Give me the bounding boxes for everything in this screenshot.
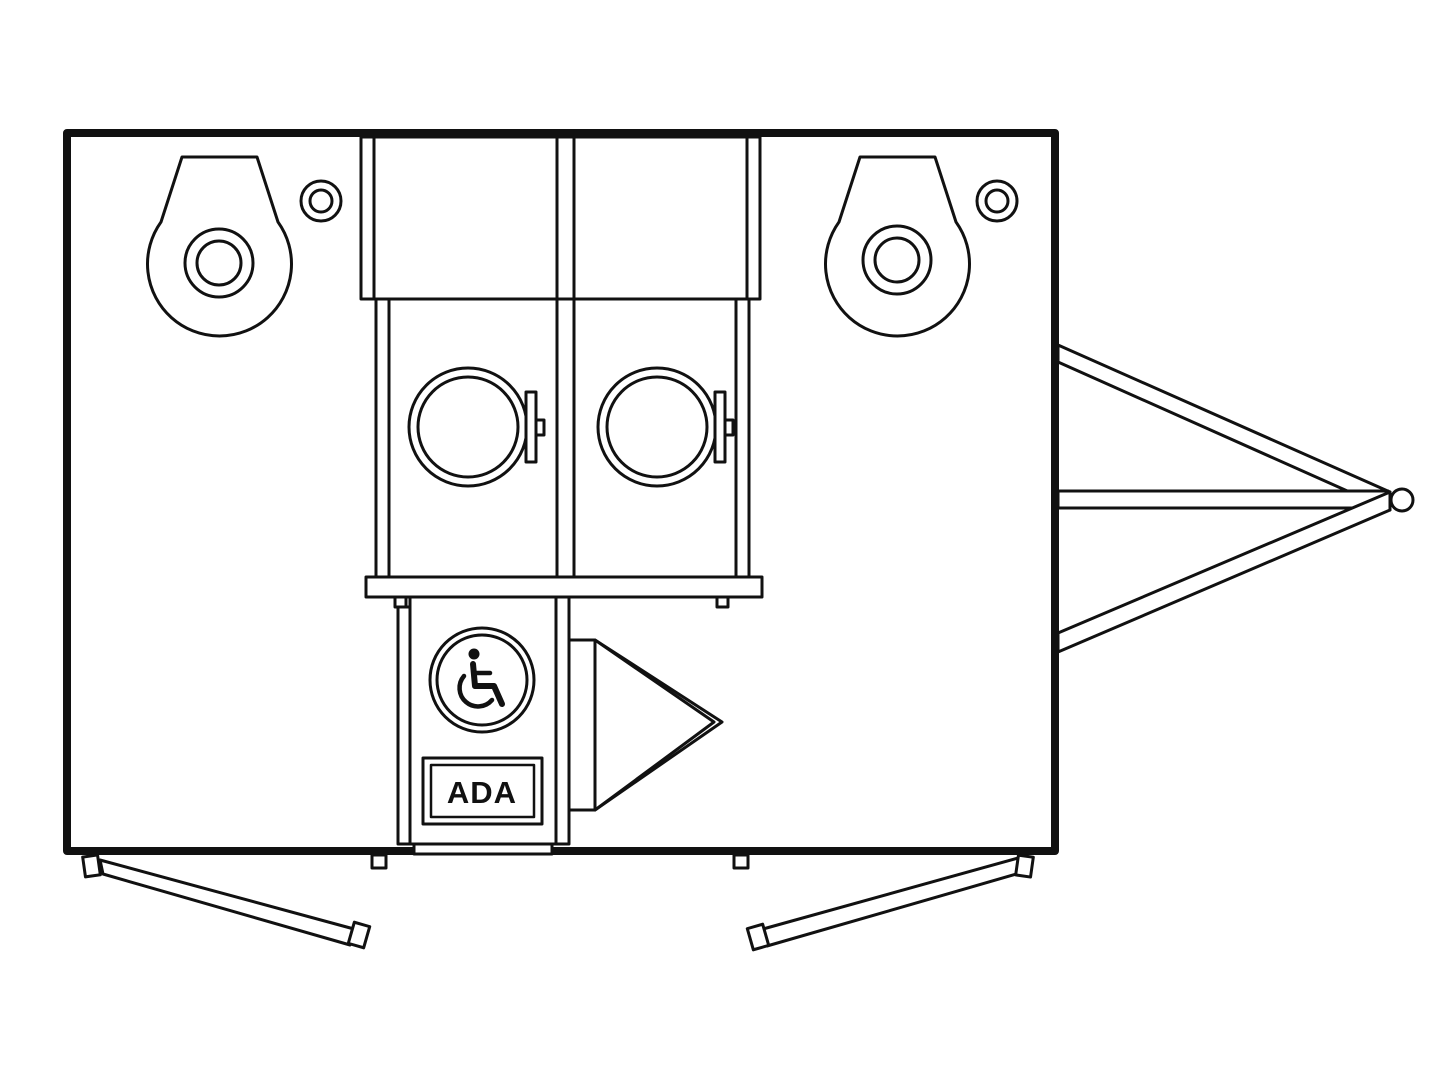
- wheelchair-wheel: [457, 673, 495, 709]
- laundry-units: [364, 297, 764, 609]
- tongue-center-rail: [1056, 489, 1390, 510]
- door-leaf: [98, 858, 356, 947]
- wheelchair-icon: [457, 648, 505, 709]
- ada-jamb-left: [396, 605, 412, 846]
- upper-cabinet-left: [372, 135, 559, 301]
- washer-door-inner: [416, 375, 520, 479]
- ada-sign-plate: [429, 763, 536, 819]
- toilet-paper-roll: [984, 188, 1010, 214]
- laundry-center-wall: [555, 297, 576, 579]
- ada-threshold: [412, 842, 554, 856]
- cabinet-outer-frame-right: [745, 135, 762, 301]
- entry-step: [567, 638, 724, 812]
- ada-entry: [396, 595, 571, 856]
- dryer-door-inner: [605, 375, 709, 479]
- wheelchair-head: [468, 648, 480, 660]
- laundry-counter-shelf: [364, 575, 764, 599]
- cabinet-outer-frame-left: [359, 135, 376, 301]
- upper-cabinets: [359, 135, 762, 301]
- left-toilet: [146, 155, 343, 338]
- door-end-cap: [81, 853, 102, 879]
- left-swing-door: [81, 853, 372, 950]
- cabinet-divider: [555, 135, 576, 301]
- step-inner: [593, 638, 716, 812]
- door-end-cap: [1014, 853, 1035, 879]
- toilet-hole: [873, 236, 921, 284]
- toilet-paper-roll: [308, 188, 334, 214]
- dryer-handle-grip: [723, 418, 735, 437]
- accessibility-badge-inner: [435, 633, 529, 727]
- hitch-coupler: [1389, 487, 1415, 513]
- hinge-block: [370, 853, 388, 870]
- tongue-upper-rail: [1056, 343, 1392, 512]
- dryer: [596, 366, 735, 488]
- toilet-hole: [195, 239, 243, 287]
- right-toilet: [824, 155, 1019, 338]
- laundry-side-wall-left: [374, 297, 391, 579]
- shelf-bracket-right: [715, 595, 730, 609]
- door-latch-cap: [745, 922, 771, 952]
- door-leaf: [761, 856, 1022, 948]
- tongue-lower-rail: [1056, 490, 1392, 654]
- ada-sign-label: ADA: [447, 775, 517, 810]
- right-swing-door: [745, 853, 1035, 952]
- hinge-block: [732, 853, 750, 870]
- door-latch-cap: [346, 920, 372, 950]
- upper-cabinet-right: [572, 135, 749, 301]
- washer: [407, 366, 546, 488]
- washer-handle-grip: [534, 418, 546, 437]
- ada-jamb-right: [554, 595, 571, 846]
- laundry-side-wall-right: [734, 297, 751, 579]
- tow-tongue: [1056, 343, 1415, 654]
